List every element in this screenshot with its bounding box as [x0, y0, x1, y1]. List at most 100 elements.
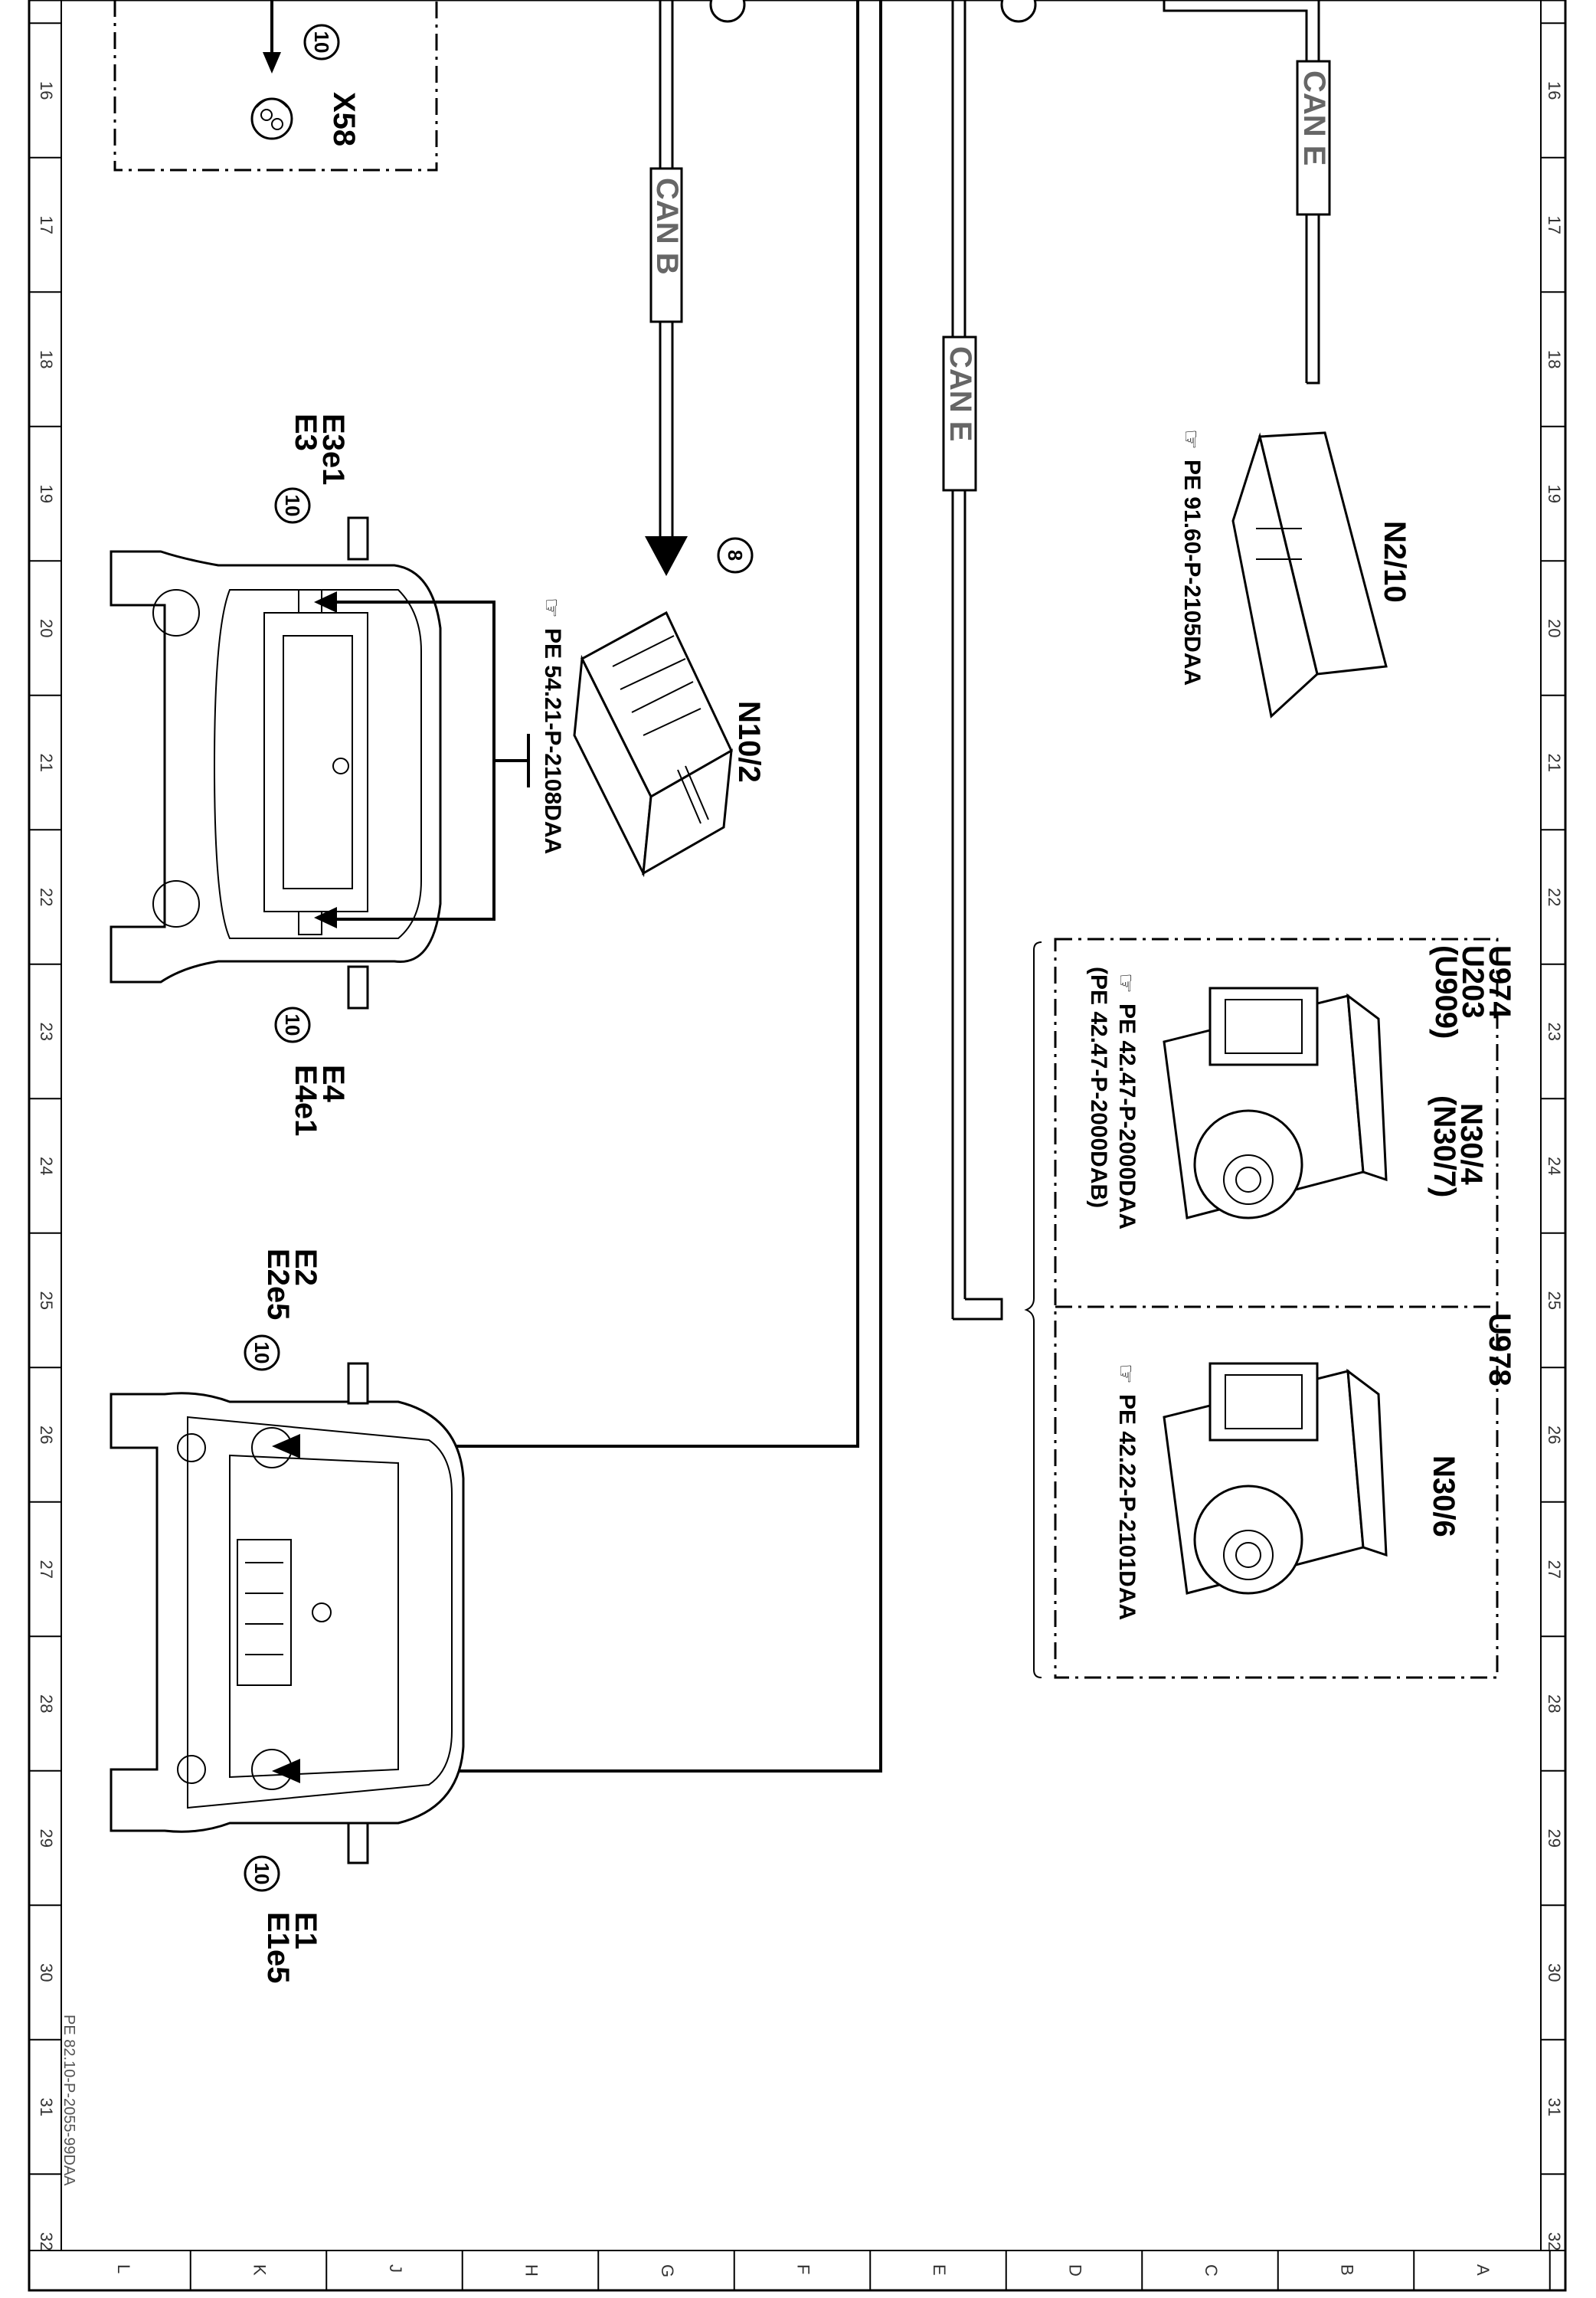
e4-circle-number: 10: [281, 1014, 304, 1036]
n30-6-ref-text: PE 42.22-P-2101DAA: [1114, 1394, 1140, 1620]
row-number: 30: [37, 1963, 56, 1982]
n30-4-code-1: U974: [1483, 945, 1516, 1019]
n30-6-ref: ☞ PE 42.22-P-2101DAA: [1113, 1363, 1140, 1620]
esp-unit-icon: [1163, 987, 1388, 1219]
e3-circle-number: 10: [281, 495, 304, 517]
row-number: 25: [37, 1291, 56, 1310]
row-number: 28: [1545, 1694, 1564, 1713]
n30-4-refs: ☞ PE 42.47-P-2000DAA (PE 42.47-P-2000DAB…: [1086, 967, 1140, 1229]
n30-6-label: N30/6: [1427, 1455, 1460, 1537]
connector-icon: [250, 97, 293, 140]
row-number: 21: [1545, 754, 1564, 772]
n30-7-label: (N30/7): [1428, 1095, 1461, 1197]
row-number: 30: [1545, 1963, 1564, 1982]
row-number: 18: [1545, 350, 1564, 368]
column-letter: L: [114, 2264, 133, 2273]
e4-label-group: 10 E4 E4e1: [274, 1007, 350, 1136]
column-letter: F: [794, 2264, 813, 2274]
row-number: 25: [1545, 1291, 1564, 1310]
x58-label: X58: [327, 92, 361, 146]
row-number: 29: [1545, 1829, 1564, 1848]
column-letter: J: [386, 2264, 405, 2273]
row-number: 29: [37, 1829, 56, 1848]
e3-label: E3: [289, 414, 322, 451]
row-number: 20: [1545, 619, 1564, 637]
n30-4-ref-1: PE 42.47-P-2000DAA: [1114, 1003, 1140, 1229]
e3-label-group: E3 E3e1 10: [274, 414, 350, 524]
row-number: 22: [1545, 888, 1564, 906]
control-unit-icon: [1231, 431, 1388, 719]
can-b-label: CAN B: [650, 178, 684, 275]
row-number: 26: [1545, 1426, 1564, 1444]
e4e1-label: E4e1: [289, 1065, 322, 1136]
e1-label-group: 10 E1 E1e5: [244, 1855, 322, 1983]
row-number: 20: [37, 619, 56, 637]
row-number: 22: [37, 888, 56, 906]
row-number: 18: [37, 350, 56, 368]
column-letter: G: [658, 2264, 677, 2277]
row-number: 21: [37, 754, 56, 772]
column-letter: B: [1338, 2264, 1357, 2276]
n30-4-code-3: (U909): [1429, 945, 1463, 1039]
row-number: 16: [37, 81, 56, 100]
row-number: 23: [1545, 1023, 1564, 1041]
column-letter: H: [522, 2264, 541, 2277]
row-number: 26: [37, 1426, 56, 1444]
n30-4-ref-2: (PE 42.47-P-2000DAB): [1086, 967, 1111, 1208]
wire-to-e2: [272, 0, 859, 1448]
n2-10-label: N2/10: [1378, 521, 1411, 603]
n10-2-ref: ☞ PE 54.21-P-2108DAA: [538, 597, 565, 854]
row-number: 19: [37, 485, 56, 503]
e1-circle-number: 10: [250, 1863, 273, 1885]
column-letter: D: [1066, 2264, 1085, 2277]
hand-pointer-icon: ☞: [1113, 1363, 1138, 1384]
n30-group: [1024, 938, 1499, 1679]
n10-2-label: N10/2: [732, 701, 766, 783]
column-letter: C: [1202, 2264, 1221, 2277]
vehicle-front-icon: [110, 1362, 465, 1864]
column-letter: A: [1473, 2264, 1493, 2276]
row-number: 32: [1545, 2232, 1564, 2251]
hand-pointer-icon: ☞: [1178, 429, 1203, 450]
e3e1-label: E3e1: [316, 414, 350, 485]
n30-4-code-2: U203: [1456, 945, 1490, 1019]
row-number: 24: [1545, 1157, 1564, 1175]
x58-circle-number: 10: [310, 31, 333, 54]
can-e-lower-label: CAN E: [944, 346, 977, 441]
row-number: 17: [1545, 216, 1564, 234]
can-e-lower-bus: CAN E: [942, 0, 1037, 1321]
row-number: 17: [37, 216, 56, 234]
e4-label: E4: [316, 1065, 350, 1103]
e1e5-label: E1e5: [261, 1912, 295, 1983]
can-b-bus: CAN B: [645, 0, 746, 576]
row-number: 27: [37, 1560, 56, 1579]
n30-6-code: U978: [1483, 1313, 1516, 1386]
row-number: 16: [1545, 81, 1564, 100]
e2-label-group: E2 E2e5 10: [244, 1249, 322, 1371]
row-number: 27: [1545, 1560, 1564, 1579]
hand-pointer-icon: ☞: [538, 597, 564, 618]
e2-circle-number: 10: [250, 1342, 273, 1364]
n2-10-ref: ☞ PE 91.60-P-2105DAA: [1178, 429, 1205, 686]
wire-to-e1: [272, 0, 882, 1773]
column-letter: E: [930, 2264, 949, 2276]
row-number: 31: [1545, 2098, 1564, 2116]
x58-group: 10 X58: [113, 0, 438, 172]
row-number: 32: [37, 2232, 56, 2251]
control-unit-icon: [573, 611, 733, 878]
hand-pointer-icon: ☞: [1113, 973, 1138, 994]
n30-4-label: N30/4: [1454, 1103, 1488, 1185]
n2-10-ref-text: PE 91.60-P-2105DAA: [1179, 460, 1205, 686]
e2e5-label: E2e5: [261, 1249, 295, 1320]
e2-label: E2: [289, 1249, 322, 1286]
n10-2-ref-text: PE 54.21-P-2108DAA: [540, 628, 565, 854]
e1-label: E1: [289, 1912, 322, 1949]
row-number: 28: [37, 1694, 56, 1713]
column-letter: K: [250, 2264, 270, 2276]
can-e-upper-label: CAN E: [1297, 70, 1331, 165]
border-frame: [28, 0, 1567, 2292]
n10-2-circle-number: 8: [724, 550, 747, 561]
